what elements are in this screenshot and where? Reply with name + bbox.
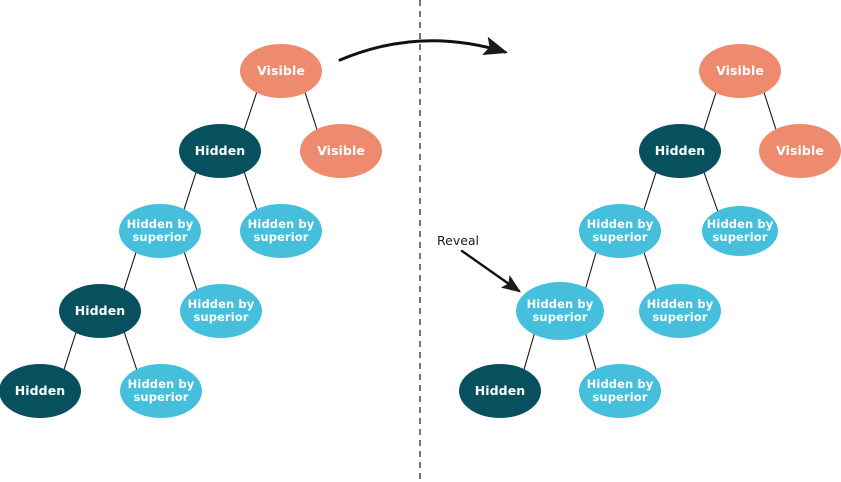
- tree-node-visible[interactable]: Visible: [240, 44, 322, 98]
- tree-edge: [703, 91, 717, 131]
- tree-node-label: Hidden: [194, 142, 246, 158]
- tree-edge: [243, 171, 258, 211]
- tree-node-label: Hidden: [14, 382, 66, 398]
- tree-edge: [643, 251, 657, 291]
- tree-node-label: Hidden by superior: [586, 376, 654, 404]
- tree-node-hidden-by-superior[interactable]: Hidden by superior: [579, 204, 661, 258]
- tree-edge: [643, 171, 657, 211]
- tree-node-label: Visible: [317, 142, 365, 158]
- tree-node-label: Hidden: [474, 382, 526, 398]
- tree-edge: [183, 171, 197, 211]
- tree-node-label: Hidden: [74, 302, 126, 318]
- tree-node-label: Hidden by superior: [526, 296, 594, 324]
- tree-node-hidden-by-superior[interactable]: Hidden by superior: [639, 284, 721, 338]
- tree-node-hidden[interactable]: Hidden: [0, 364, 81, 418]
- tree-node-hidden[interactable]: Hidden: [639, 124, 721, 178]
- tree-edge: [183, 251, 198, 291]
- tree-node-label: Hidden by superior: [646, 296, 714, 324]
- tree-edge: [523, 333, 535, 371]
- tree-node-hidden-by-superior[interactable]: Hidden by superior: [180, 284, 262, 338]
- tree-edge: [763, 91, 777, 131]
- tree-node-hidden[interactable]: Hidden: [459, 364, 541, 418]
- transform-arrow: [338, 36, 508, 62]
- tree-node-label: Hidden by superior: [586, 216, 654, 244]
- tree-node-visible[interactable]: Visible: [759, 124, 841, 178]
- tree-node-label: Hidden: [654, 142, 706, 158]
- tree-node-hidden-by-superior[interactable]: Hidden by superior: [702, 206, 778, 256]
- tree-node-hidden[interactable]: Hidden: [59, 284, 141, 338]
- tree-node-label: Hidden by superior: [126, 216, 194, 244]
- reveal-arrow: [460, 249, 521, 293]
- tree-node-hidden[interactable]: Hidden: [179, 124, 261, 178]
- tree-node-visible[interactable]: Visible: [300, 124, 382, 178]
- tree-node-hidden-by-superior[interactable]: Hidden by superior: [579, 364, 661, 418]
- tree-node-label: Visible: [257, 62, 305, 78]
- tree-node-label: Hidden by superior: [127, 376, 195, 404]
- tree-node-hidden-by-superior[interactable]: Hidden by superior: [119, 204, 201, 258]
- tree-edge: [123, 251, 137, 291]
- tree-node-visible[interactable]: Visible: [699, 44, 781, 98]
- tree-node-hidden-by-superior[interactable]: Hidden by superior: [120, 364, 202, 418]
- tree-node-label: Visible: [716, 62, 764, 78]
- tree-node-hidden-by-superior[interactable]: Hidden by superior: [240, 204, 322, 258]
- tree-edge: [123, 331, 138, 371]
- tree-edge: [304, 91, 318, 131]
- tree-edge: [243, 91, 258, 131]
- tree-edges: [63, 91, 777, 371]
- tree-node-label: Visible: [776, 142, 824, 158]
- tree-node-hidden-by-superior[interactable]: Hidden by superior: [516, 282, 604, 340]
- tree-edge: [585, 251, 597, 289]
- tree-node-label: Hidden by superior: [187, 296, 255, 324]
- tree-node-label: Hidden by superior: [706, 216, 774, 244]
- tree-node-label: Hidden by superior: [247, 216, 315, 244]
- reveal-label: Reveal: [437, 233, 480, 248]
- tree-edge: [585, 333, 597, 371]
- tree-edge: [703, 171, 719, 212]
- tree-edge: [63, 331, 77, 371]
